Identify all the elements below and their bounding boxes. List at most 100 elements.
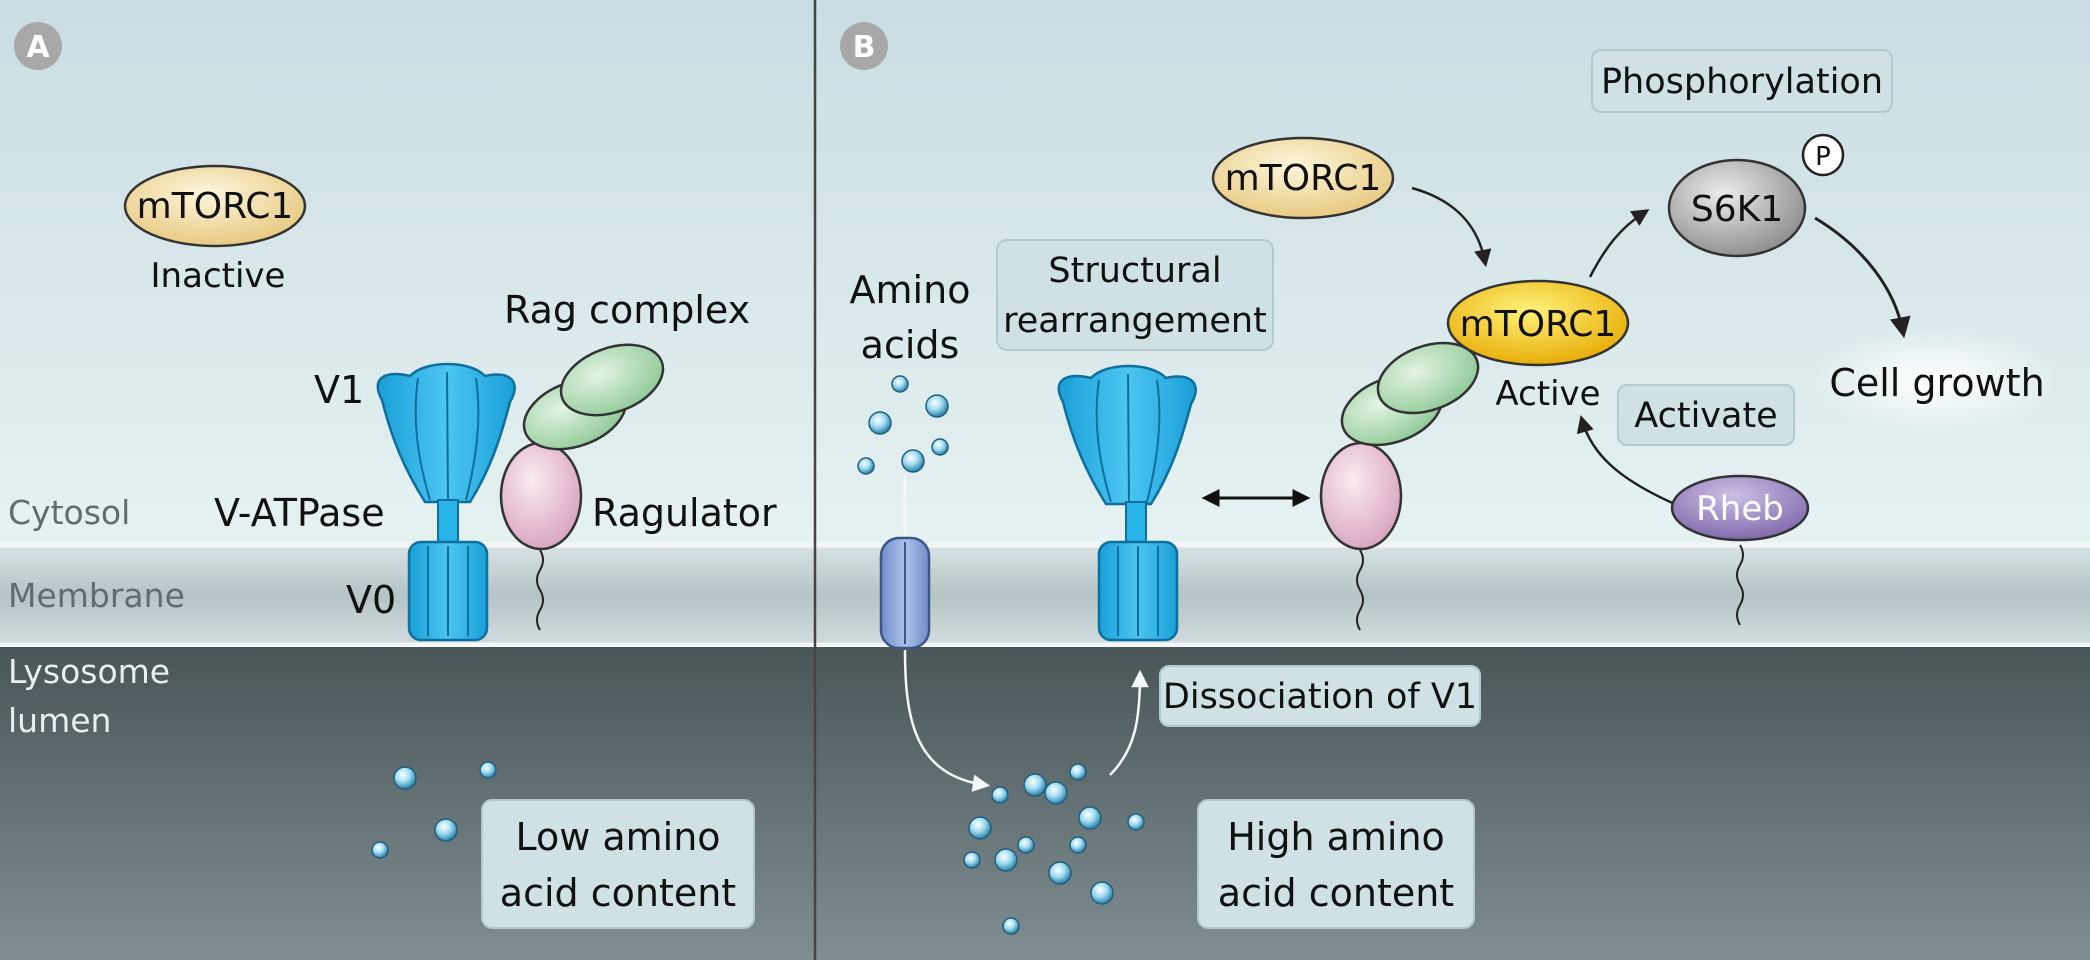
amino-acid-bubble	[901, 449, 925, 473]
v1-domain-b	[1057, 364, 1197, 506]
mtorc1-active-label: mTORC1	[1460, 304, 1617, 345]
amino-acid-bubble	[868, 411, 892, 435]
ragulator-anchor-tail	[536, 549, 544, 631]
activation-arrow	[1576, 414, 1678, 507]
amino-acid-bubble	[1002, 917, 1020, 935]
low-amino-acid-line2: acid content	[500, 871, 736, 915]
amino-acid-bubble	[925, 394, 949, 418]
structural-line2: rearrangement	[1003, 301, 1267, 341]
phosphorylation-label: Phosphorylation	[1601, 62, 1883, 102]
v-atpase-complex-b	[1057, 364, 1197, 642]
panel-a-letter-badge	[14, 22, 62, 70]
dissociation-box	[1159, 665, 1481, 727]
v0-label: V0	[346, 578, 396, 622]
rheb-label: Rheb	[1696, 489, 1784, 529]
v1-domain	[376, 362, 516, 504]
amino-acid-bubble	[479, 761, 497, 779]
amino-acid-bubble	[1044, 781, 1068, 805]
v-atpase-complex	[376, 362, 516, 642]
panel-b-letter-badge	[840, 22, 888, 70]
amino-acid-bubble	[1017, 836, 1035, 854]
amino-acid-bubble	[1127, 813, 1145, 831]
v-atpase-label: V-ATPase	[214, 491, 385, 535]
structural-rearrangement-box	[996, 239, 1274, 351]
ragulator-protein-b	[1319, 441, 1403, 551]
v1-subunit-line-1	[414, 377, 431, 501]
amino-acid-bubble	[434, 818, 458, 842]
rag-gtpase-upper	[559, 343, 665, 417]
s6k1-protein	[1667, 158, 1807, 258]
activate-label: Activate	[1634, 396, 1777, 436]
lumen-label: lumen	[8, 701, 111, 740]
panel-b-letter: B	[853, 30, 876, 65]
phosphorylation-arrow	[1588, 209, 1650, 278]
inactive-label: Inactive	[151, 256, 286, 296]
cytosol-label: Cytosol	[8, 493, 130, 532]
cell-growth-glow	[1810, 328, 2060, 432]
v1-subunit-line-2	[446, 371, 449, 501]
rag-complex-label: Rag complex	[504, 288, 750, 332]
phosphate-label: P	[1815, 142, 1831, 172]
structural-line1: Structural	[1048, 251, 1221, 291]
amino-acid-influx-arrow	[903, 649, 991, 792]
active-label: Active	[1495, 374, 1600, 414]
ragulator-label: Ragulator	[592, 491, 777, 535]
amino-acid-bubble	[1078, 806, 1102, 830]
amino-acid-bubble	[393, 766, 417, 790]
high-amino-acid-line1: High amino	[1227, 815, 1445, 859]
cell-growth-arrow	[1814, 216, 1911, 339]
amino-acids-label-line2: acids	[861, 323, 960, 367]
cell-growth-label: Cell growth	[1829, 361, 2044, 405]
amino-acid-bubble	[891, 375, 909, 393]
low-amino-acid-line1: Low amino	[515, 815, 720, 859]
ragulator-protein	[499, 441, 583, 551]
v-atpase-stalk	[437, 499, 459, 546]
v1-b-subunit-line-2	[1127, 373, 1130, 503]
membrane-band	[0, 545, 2090, 645]
phosphorylation-box	[1591, 49, 1893, 113]
high-amino-acid-box	[1197, 799, 1475, 929]
panel-a: A Cytosol Membrane Lysosome lumen mTORC1…	[8, 22, 777, 929]
lysosome-label: Lysosome	[8, 652, 170, 691]
amino-acid-bubble	[857, 457, 875, 475]
mtorc1-recruitment-arrow	[1411, 186, 1492, 268]
mtorc1-cytosolic-protein	[1211, 136, 1395, 220]
amino-acid-bubble	[991, 786, 1009, 804]
mtorc1-inactive-label: mTORC1	[137, 186, 294, 227]
mtorc1-cytosolic-label: mTORC1	[1225, 158, 1382, 199]
v1-subunit-line-3	[465, 377, 480, 501]
high-amino-acid-line2: acid content	[1218, 871, 1454, 915]
dissociation-arrow	[1109, 669, 1149, 776]
rheb-anchor-tail	[1736, 544, 1744, 626]
amino-acid-bubble	[1090, 881, 1114, 905]
amino-acid-bubble	[931, 438, 949, 456]
amino-acid-bubble	[371, 841, 389, 859]
low-amino-acid-box	[481, 799, 755, 929]
lumen-background	[0, 647, 2090, 960]
activate-box	[1617, 384, 1795, 446]
membrane-label: Membrane	[8, 576, 185, 615]
amino-acid-bubble	[1023, 773, 1047, 797]
amino-acid-bubble	[1048, 861, 1072, 885]
amino-acid-bubble	[1069, 763, 1087, 781]
mtorc1-active-protein	[1446, 279, 1630, 367]
rag-gtpase-b-upper	[1376, 341, 1480, 415]
amino-acid-bubble	[1069, 836, 1087, 854]
s6k1-label: S6K1	[1691, 189, 1783, 230]
rheb-protein	[1670, 474, 1810, 542]
ragulator-b-anchor-tail	[1356, 549, 1364, 631]
amino-acid-bubble	[994, 848, 1018, 872]
amino-acids-label-line1: Amino	[850, 268, 971, 312]
v1-label: V1	[314, 368, 364, 412]
amino-acid-bubble	[963, 851, 981, 869]
panel-a-letter: A	[26, 30, 50, 65]
mtorc1-inactive-protein	[123, 164, 307, 248]
panel-b: B Amino acids Dissociation of V1	[840, 22, 2060, 935]
v1-b-subunit-line-1	[1095, 379, 1112, 503]
amino-acid-bubble	[968, 816, 992, 840]
v-atpase-b-stalk	[1125, 501, 1147, 548]
v1-b-subunit-line-3	[1146, 379, 1161, 503]
phosphate-group	[1801, 133, 1845, 177]
